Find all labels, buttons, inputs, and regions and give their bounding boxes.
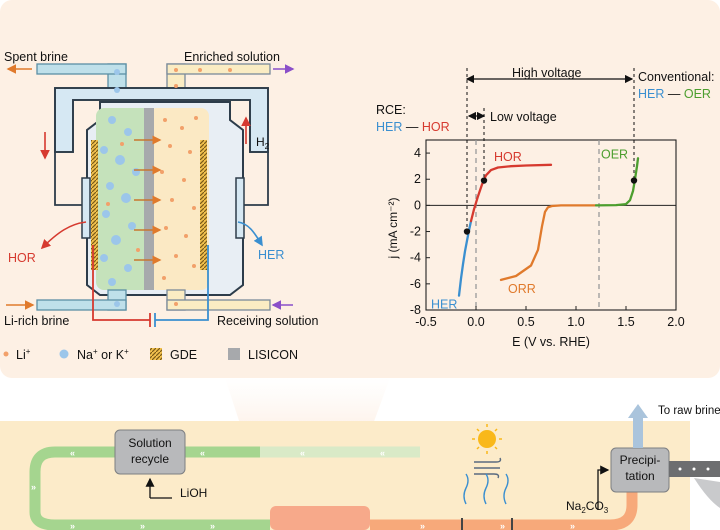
lioh-label: LiOH bbox=[180, 486, 207, 500]
svg-text:»: » bbox=[570, 521, 575, 530]
raw-brine-return-stream bbox=[633, 418, 643, 448]
x-tick-label-3: 1.0 bbox=[567, 315, 584, 329]
y-axis-label: j (mA cm⁻²) bbox=[386, 198, 400, 260]
series-line-orr bbox=[499, 204, 598, 282]
na-k-legend-label: Na+ or K+ bbox=[77, 347, 129, 362]
x-tick-label-1: 0.0 bbox=[467, 315, 484, 329]
svg-text:»: » bbox=[31, 482, 36, 492]
data-marker-2 bbox=[630, 177, 638, 184]
x-axis-label: E (V vs. RHE) bbox=[512, 335, 590, 349]
series-label-oer: OER bbox=[601, 147, 628, 161]
y-tick-label-4: 0 bbox=[414, 198, 421, 212]
plot-frame bbox=[425, 139, 677, 311]
wind-icon bbox=[474, 457, 502, 479]
series-label-hor: HOR bbox=[494, 150, 522, 164]
solution-recycle-text-2: recycle bbox=[131, 452, 169, 466]
hor-label: HOR bbox=[8, 251, 36, 265]
conventional-label: Conventional: bbox=[638, 70, 714, 84]
y-tick-label-0: -8 bbox=[410, 303, 421, 317]
svg-text:»: » bbox=[70, 521, 75, 530]
series-line-hor bbox=[469, 163, 553, 223]
lisicon-legend-swatch bbox=[228, 348, 240, 360]
spent-brine-label: Spent brine bbox=[4, 50, 68, 64]
svg-text:»: » bbox=[140, 521, 145, 530]
y-tick-label-5: 2 bbox=[414, 172, 421, 186]
rce-her-hor: HER — HOR bbox=[376, 120, 450, 134]
data-marker-1 bbox=[480, 177, 488, 184]
series-label-orr: ORR bbox=[508, 282, 536, 296]
data-marker-0 bbox=[463, 228, 471, 235]
li-legend-dot bbox=[3, 351, 9, 357]
conventional-her-oer: HER — OER bbox=[638, 87, 711, 101]
vapor-icon bbox=[463, 473, 509, 505]
y-tick-label-1: -6 bbox=[410, 277, 421, 291]
x-tick-label-5: 2.0 bbox=[667, 315, 684, 329]
x-tick-label-4: 1.5 bbox=[617, 315, 634, 329]
gde-legend-swatch bbox=[150, 348, 162, 360]
low-voltage-label: Low voltage bbox=[490, 110, 557, 124]
y-tick-label-2: -4 bbox=[410, 251, 421, 265]
gde-right bbox=[200, 140, 207, 270]
circuit-blue bbox=[155, 245, 209, 321]
x-tick-label-2: 0.5 bbox=[517, 315, 534, 329]
circuit-red bbox=[92, 245, 150, 321]
svg-text:«: « bbox=[380, 448, 385, 458]
na2co3-label: Na2CO3 bbox=[566, 499, 609, 515]
series-label-her: HER bbox=[431, 298, 457, 312]
li-legend-label: Li+ bbox=[16, 347, 31, 362]
precipitation-text-1: Precipi- bbox=[620, 453, 661, 467]
to-raw-brine-label: To raw brine bbox=[658, 405, 720, 417]
svg-text:»: » bbox=[210, 521, 215, 530]
polarization-chart: -0.5 0.0 0.5 1.0 1.5 2.0 -8 -6 -4 -2 0 2 4 E (V vs. … bbox=[376, 66, 714, 349]
svg-text:«: « bbox=[200, 448, 205, 458]
recycle-loop bbox=[29, 446, 270, 530]
series-line-oer bbox=[594, 157, 640, 207]
solution-recycle-box bbox=[114, 429, 186, 475]
h2-label: H2 bbox=[256, 135, 270, 151]
high-voltage-label: High voltage bbox=[512, 66, 582, 80]
gde-left bbox=[91, 140, 98, 270]
lithium-flow bbox=[370, 492, 638, 530]
y-tick-label-3: -2 bbox=[410, 225, 421, 239]
rce-label: RCE: bbox=[376, 103, 406, 117]
process-flow: ««««« » »»» »»» Solution recycle LiOH bbox=[29, 404, 720, 530]
electrolysis-cell bbox=[6, 63, 295, 327]
hor-arrow bbox=[40, 221, 87, 250]
receiving-solution-label: Receiving solution bbox=[217, 314, 318, 328]
na-k-legend-dot bbox=[59, 349, 69, 359]
legend: Li+ Na+ or K+ GDE LISICON bbox=[3, 347, 298, 362]
svg-text:»: » bbox=[420, 521, 425, 530]
her-arrow bbox=[237, 221, 263, 247]
reactor-block bbox=[270, 506, 370, 530]
her-label: HER bbox=[258, 248, 284, 262]
x-tick-label-0: -0.5 bbox=[415, 315, 437, 329]
product-pile bbox=[694, 478, 720, 508]
enriched-solution-label: Enriched solution bbox=[184, 50, 280, 64]
y-tick-label-6: 4 bbox=[414, 146, 421, 160]
li-rich-brine-label: Li-rich brine bbox=[4, 314, 69, 328]
lisicon-membrane bbox=[144, 108, 154, 290]
svg-text:»: » bbox=[500, 521, 505, 530]
svg-text:«: « bbox=[300, 448, 305, 458]
precipitation-text-2: tation bbox=[625, 469, 654, 483]
svg-text:«: « bbox=[70, 448, 75, 458]
sun-icon bbox=[478, 430, 496, 448]
gde-legend-label: GDE bbox=[170, 348, 197, 362]
lisicon-legend-label: LISICON bbox=[248, 348, 298, 362]
solution-recycle-text-1: Solution bbox=[128, 436, 171, 450]
